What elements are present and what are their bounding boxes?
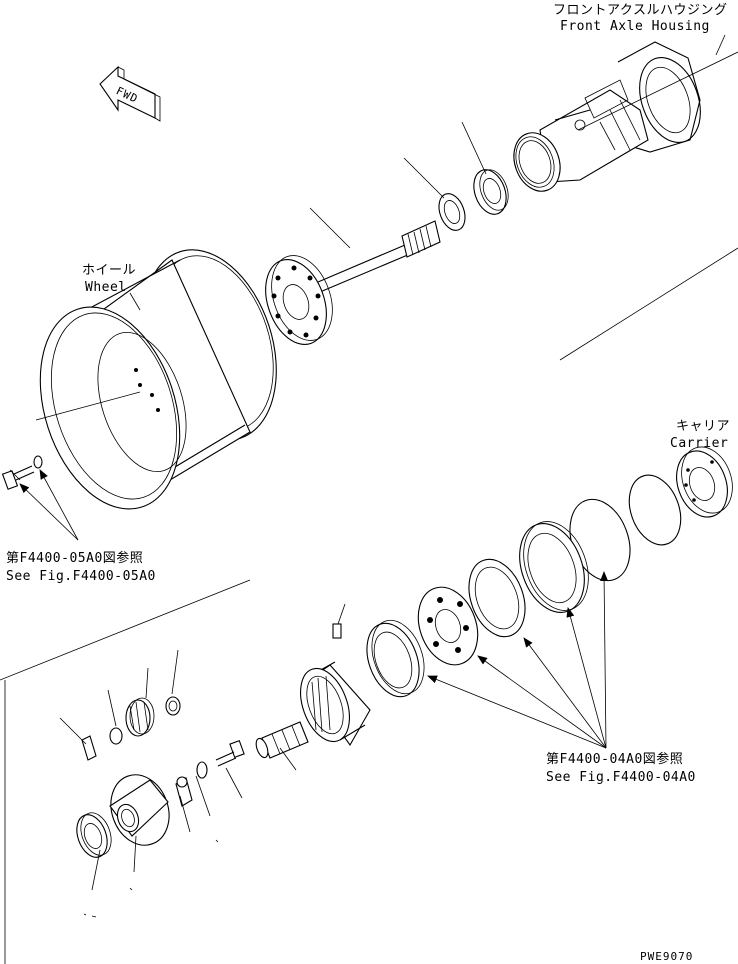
- axle-bearing: [473, 169, 509, 215]
- planet-gear: [125, 697, 155, 737]
- retaining-ring: [165, 696, 181, 716]
- ref-a-label-en: See Fig.F4400-05A0: [6, 569, 156, 584]
- ref-b-label-en: See Fig.F4400-04A0: [546, 770, 696, 785]
- dowel-pin: [332, 623, 342, 639]
- ref-b-label-jp: 第F4400-04A0図参照: [546, 751, 683, 767]
- wheel-label-en: Wheel: [85, 280, 127, 295]
- planet-shaft: [81, 735, 97, 761]
- wheel: [39, 249, 277, 510]
- thrust-plate: [468, 558, 526, 638]
- leader-lines: [0, 34, 738, 964]
- lock-plate: [175, 776, 193, 807]
- snap-ring-outer: [628, 474, 682, 546]
- planet-carrier: [109, 774, 170, 846]
- hub-plate: [417, 586, 479, 666]
- thrust-washer: [196, 761, 208, 779]
- shaft-bolt: [215, 740, 245, 767]
- wheel-label-jp: ホイール: [82, 263, 136, 278]
- carrier-label-jp: キャリア: [676, 419, 730, 434]
- wheel-washer: [33, 455, 43, 469]
- fwd-arrow-icon: FWD: [99, 65, 161, 122]
- carrier: [676, 446, 733, 518]
- ring-gear: [366, 619, 425, 698]
- axle-shaft: [265, 220, 441, 345]
- axle-seal-ring: [438, 193, 466, 231]
- carrier-label-en: Carrier: [670, 436, 728, 451]
- sun-gear-shaft: [255, 721, 309, 759]
- housing-label-en: Front Axle Housing: [560, 19, 710, 34]
- wheel-bolt: [1, 465, 35, 490]
- ref-a-label-jp: 第F4400-05A0図参照: [6, 550, 143, 566]
- planet-bearing: [76, 812, 112, 858]
- front-axle-housing: [513, 41, 701, 192]
- drawing-number: PWE9070: [640, 950, 693, 963]
- planet-washer: [109, 727, 123, 745]
- planetary-ring-gear: [300, 661, 371, 747]
- housing-label-jp: フロントアクスルハウジング: [553, 3, 727, 18]
